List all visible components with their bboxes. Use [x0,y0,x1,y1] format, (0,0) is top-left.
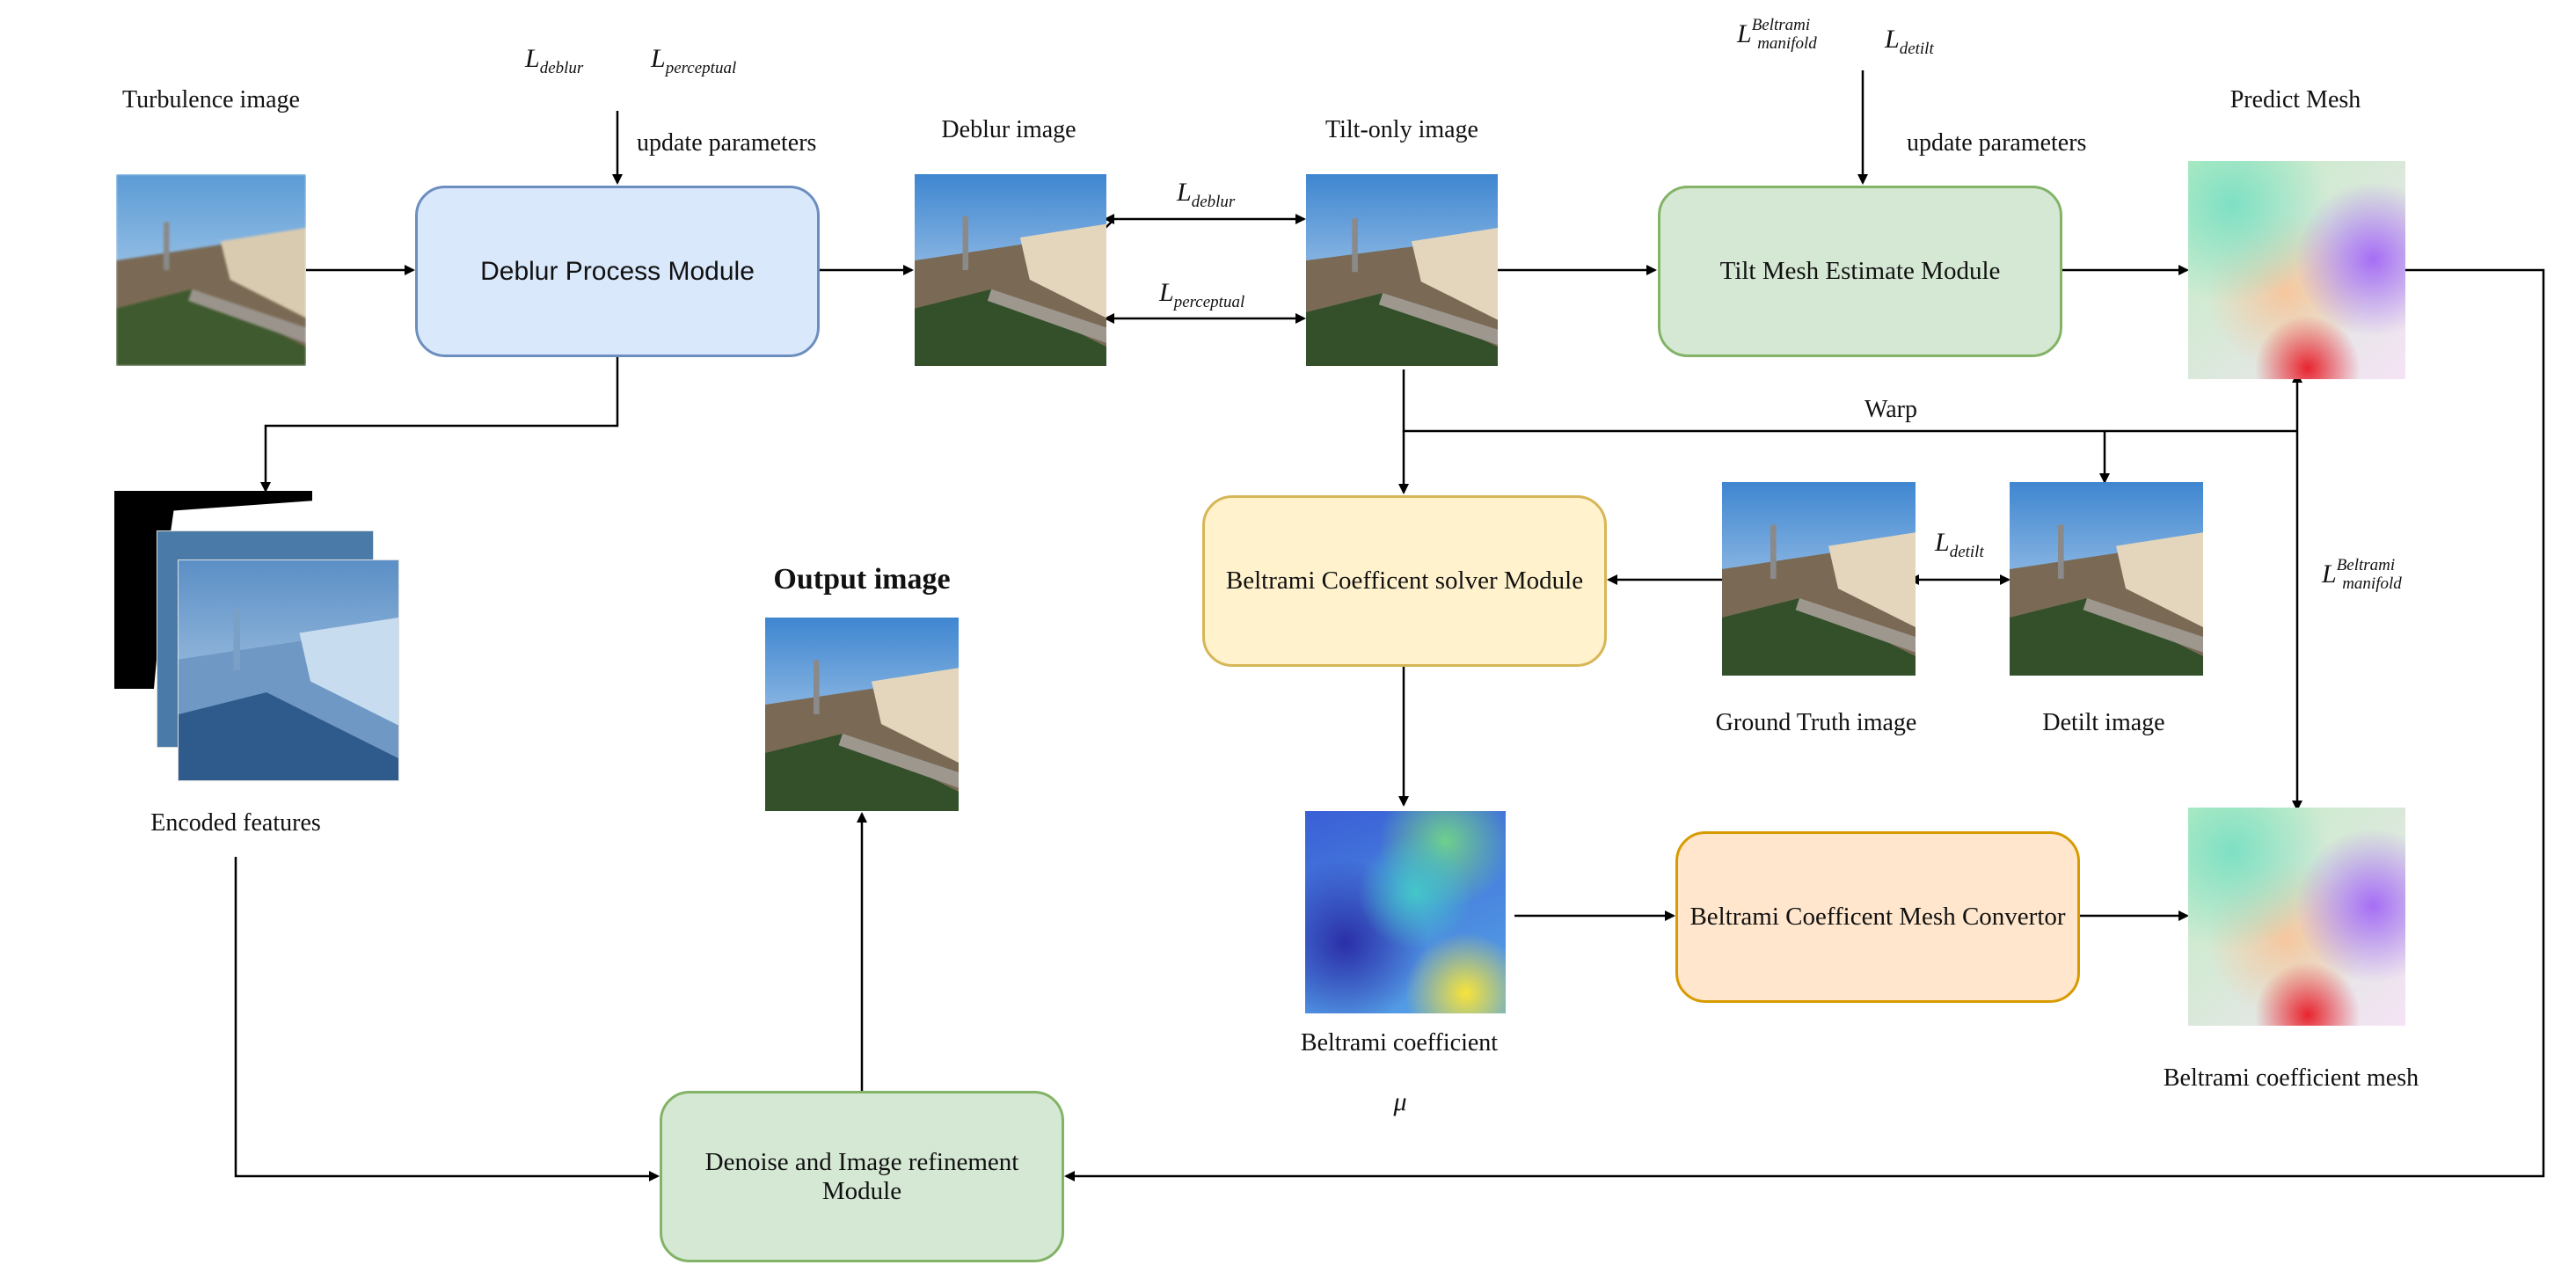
label-tilt-only-image: Tilt-only image [1325,116,1478,143]
encoded-features-stack [114,491,405,781]
output-image-thumb [765,618,959,811]
loss-symbol: L [1737,19,1752,48]
denoise-refinement-module: Denoise and Image refinement Module [660,1091,1064,1262]
loss-subscript: deblur [1191,193,1236,211]
label-ground-truth-image: Ground Truth image [1715,709,1917,736]
loss-symbol: L [1935,528,1950,557]
label-beltrami-coefficient: Beltrami coefficient [1300,1029,1499,1057]
beltrami-solver-module: Beltrami Coefficent solver Module [1202,495,1607,667]
loss-perceptual-mid: Lperceptual [1159,278,1244,312]
tilt-mesh-module-label: Tilt Mesh Estimate Module [1719,257,2001,285]
label-predict-mesh: Predict Mesh [2229,86,2361,113]
loss-deblur-top: Ldeblur [525,44,583,78]
label-update-parameters-2: update parameters [1907,129,2087,157]
loss-symbol: L [2322,559,2337,589]
label-update-parameters-1: update parameters [637,129,817,157]
label-mu: μ [1393,1087,1407,1116]
loss-subscript: manifold [1757,34,1817,53]
predict-mesh-thumb [2188,161,2405,379]
label-warp: Warp [1864,396,1917,423]
tilt-mesh-estimate-module: Tilt Mesh Estimate Module [1658,186,2062,357]
loss-subscript: manifold [2342,574,2402,593]
feature-map-3 [178,559,399,781]
tilt-only-image-thumb [1306,174,1498,366]
loss-symbol: L [1885,25,1900,54]
beltrami-mesh-convertor-module: Beltrami Coefficent Mesh Convertor [1675,831,2080,1003]
loss-symbol: L [1159,278,1174,307]
loss-symbol: L [525,44,540,73]
loss-symbol: L [1177,178,1192,207]
loss-subscript: perceptual [1173,293,1245,311]
label-deblur-image: Deblur image [941,116,1076,143]
arrow-predict-to-denoise [1064,268,2545,1181]
label-beltrami-coefficient-mesh: Beltrami coefficient mesh [2163,1064,2419,1092]
deblur-image-thumb [915,174,1106,366]
label-output-image: Output image [773,563,951,596]
loss-symbol: L [651,44,666,73]
loss-superscript: Beltrami [1751,16,1811,34]
label-detilt-image: Detilt image [2042,709,2165,736]
loss-deblur-mid: Ldeblur [1177,178,1235,212]
loss-subscript: perceptual [665,59,737,77]
arrow-deblur-to-encoded [260,357,619,493]
loss-detilt-top: Ldetilt [1885,25,1934,59]
beltrami-mesh-thumb [2188,808,2405,1026]
loss-manifold-right: LBeltramimanifold [2322,556,2402,594]
beltrami-solver-label: Beltrami Coefficent solver Module [1225,567,1584,595]
loss-subscript: deblur [539,59,584,77]
beltrami-coefficient-heatmap [1305,811,1506,1013]
detilt-image-thumb [2010,482,2203,676]
loss-superscript: Beltrami [2336,556,2396,574]
warp-line [1402,369,2297,433]
loss-detilt-mid: Ldetilt [1935,528,1984,562]
loss-manifold-top: LBeltramimanifold [1737,16,1817,54]
loss-subscript: detilt [1949,543,1984,561]
loss-perceptual-top: Lperceptual [651,44,736,78]
deblur-module-label: Deblur Process Module [480,256,755,286]
ground-truth-image-thumb [1722,482,1916,676]
turbulence-image-thumb [116,174,306,366]
denoise-label: Denoise and Image refinement Module [704,1147,1019,1205]
loss-subscript: detilt [1899,40,1934,58]
label-turbulence-image: Turbulence image [122,86,300,113]
deblur-process-module: Deblur Process Module [415,186,820,357]
label-encoded-features: Encoded features [150,809,321,837]
arrow-encoded-to-denoise [234,857,660,1181]
convertor-label: Beltrami Coefficent Mesh Convertor [1689,903,2066,931]
